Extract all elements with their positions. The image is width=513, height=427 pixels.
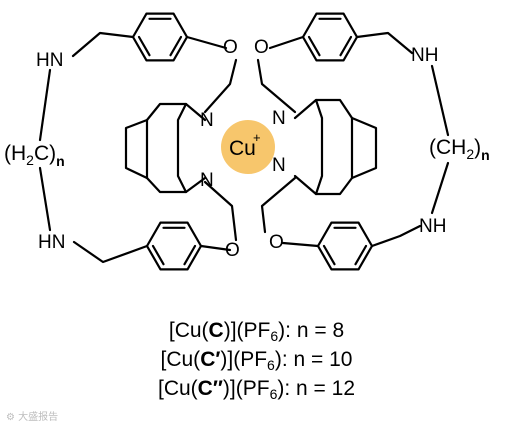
left-phen-n-top: N <box>200 110 214 131</box>
left-phen-n-bottom: N <box>200 170 214 191</box>
phenylene-top-left <box>131 12 189 62</box>
phenylene-top-left-double-bond <box>137 35 151 57</box>
copper-symbol: Cu <box>229 137 256 160</box>
amine-left-bottom: HN <box>38 232 65 253</box>
benzyl-bottom-left <box>72 240 149 264</box>
caption-line-3: [Cu(C″)](PF6): n = 12 <box>157 377 355 402</box>
phenylene-bottom-left-double-bond <box>151 244 165 266</box>
linker-right-top <box>256 58 297 114</box>
phenylene-top-left-double-bond <box>169 35 183 57</box>
ether-bond-top-left <box>185 35 228 50</box>
benzyl-bottom-right <box>370 224 422 248</box>
phenylene-bottom-left <box>145 221 203 271</box>
phenylene-top-right-double-bond <box>307 35 321 57</box>
phenylene-bottom-right <box>316 221 374 271</box>
linker-left-top <box>203 58 238 114</box>
ether-bond-top-right <box>268 35 305 50</box>
ether-bond-bottom-right <box>281 241 320 248</box>
watermark: ⚙ 大盛报告 <box>6 412 59 423</box>
right-phen-n-top: N <box>272 108 286 129</box>
ether-bond-bottom-left <box>199 244 232 252</box>
caption-line-1: [Cu(C)](PF6): n = 8 <box>168 319 345 344</box>
ether-o-bottom-right: O <box>269 232 284 253</box>
chain-bond-right-bottom <box>430 161 450 215</box>
benzyl-top-right <box>355 31 414 55</box>
phenylene-bottom-right-double-bond <box>354 244 368 266</box>
phenylene-bottom-right-double-bond <box>322 244 336 266</box>
right-phenanthroline-outline <box>293 98 378 196</box>
benzyl-top-left <box>71 31 135 58</box>
linker-left-bottom <box>203 180 238 242</box>
left-phenanthroline-outline <box>124 102 207 194</box>
ether-o-top-right: O <box>254 37 269 58</box>
phenylene-top-right-double-bond <box>339 35 353 57</box>
bond-skeleton <box>38 12 450 271</box>
amine-right-bottom: NH <box>419 216 446 237</box>
right-phen-n-bottom: N <box>272 155 286 176</box>
phenylene-bottom-left-double-bond <box>183 244 197 266</box>
chain-bond-left-bottom <box>38 166 52 232</box>
ether-o-top-left: O <box>223 37 238 58</box>
chain-bond-right-top <box>430 64 450 137</box>
right-phenanthroline-inner <box>314 98 324 196</box>
amine-left-top: HN <box>36 50 63 71</box>
chain-bond-left-top <box>38 68 52 142</box>
caption-line-2: [Cu(C′)](PF6): n = 10 <box>160 348 353 373</box>
chain-label-left: (H2C)n <box>4 142 65 169</box>
copper-ion-disc <box>221 120 275 174</box>
ether-o-bottom-left: O <box>225 240 240 261</box>
linker-right-bottom <box>260 176 297 234</box>
amine-right-top: NH <box>411 45 438 66</box>
phenylene-top-right <box>301 12 359 62</box>
chain-label-right: (CH2)n <box>429 136 490 163</box>
copper-charge: + <box>253 130 261 145</box>
left-phenanthroline-inner <box>176 102 188 194</box>
